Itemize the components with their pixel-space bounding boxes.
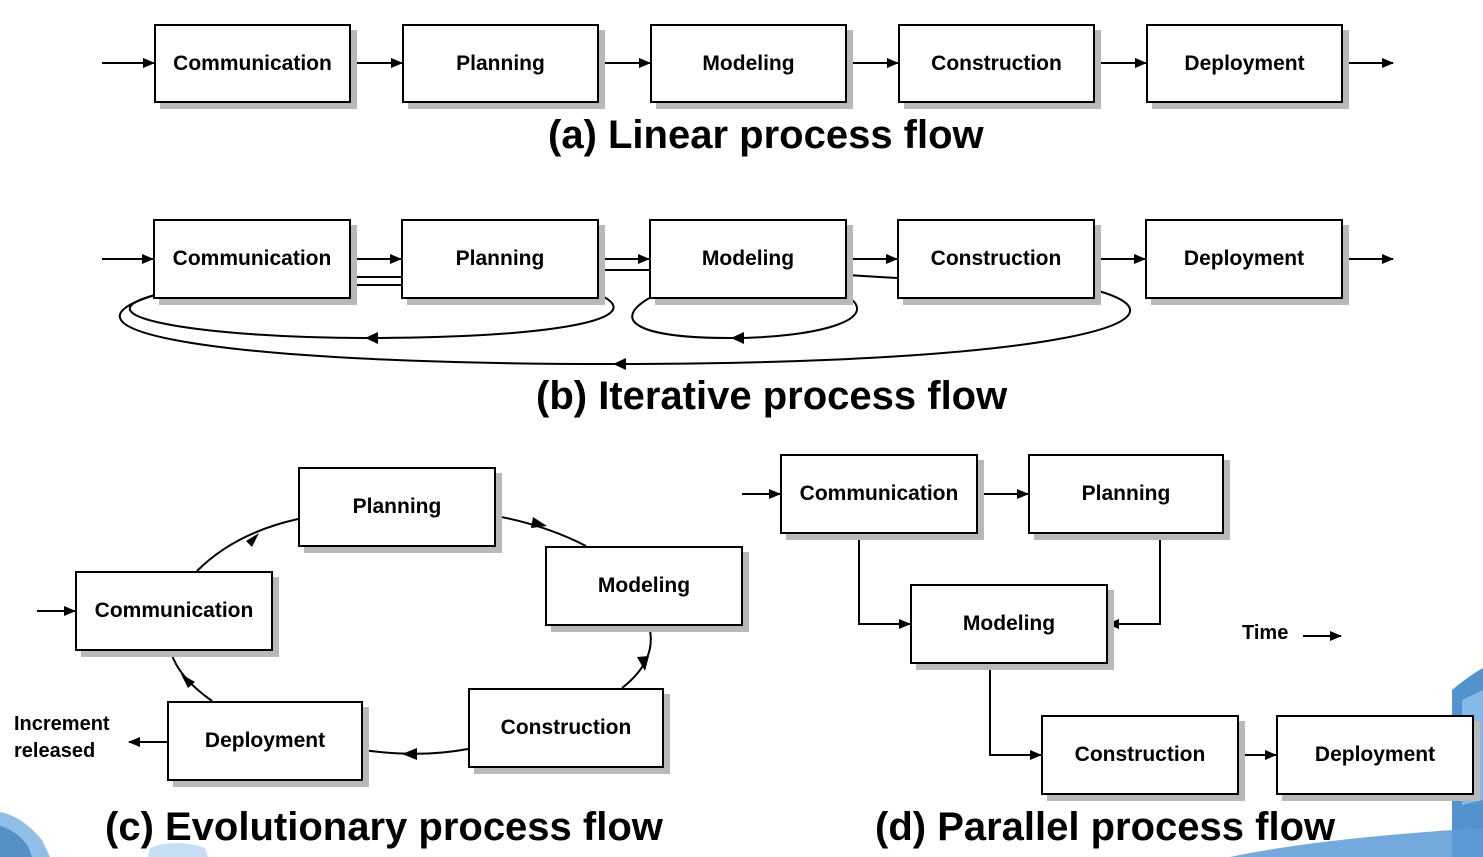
linear-step-communication: Communication — [154, 24, 351, 103]
iterative-connectors — [102, 254, 1394, 370]
parallel-step-deployment: Deployment — [1276, 715, 1474, 795]
parallel-step-modeling: Modeling — [910, 584, 1108, 664]
iterative-step-construction: Construction — [897, 219, 1095, 299]
iterative-step-label: Planning — [455, 247, 545, 270]
linear-step-planning: Planning — [402, 24, 599, 103]
evolutionary-arc-planning-modeling — [495, 515, 587, 547]
linear-caption: (a) Linear process flow — [548, 113, 984, 157]
iterative-step-modeling: Modeling — [649, 219, 847, 299]
iterative-step-label: Construction — [930, 247, 1062, 270]
evolutionary-arc-construction-deployment — [362, 748, 469, 755]
evolutionary-step-deployment: Deployment — [167, 701, 363, 781]
parallel-step-communication: Communication — [780, 454, 978, 534]
linear-step-label: Communication — [173, 51, 332, 75]
linear-step-label: Planning — [456, 51, 545, 75]
parallel-step-label: Planning — [1081, 482, 1171, 505]
evolutionary-step-label: Construction — [500, 716, 632, 739]
evolutionary-arc-comm-planning-arrowhead — [246, 533, 259, 547]
linear-step-modeling: Modeling — [650, 24, 847, 103]
evolutionary-arc-modeling-construction-arrowhead — [637, 656, 649, 671]
increment-released-line-1: Increment — [14, 713, 110, 735]
evolutionary-step-label: Modeling — [597, 574, 691, 597]
iterative-loop-construction — [118, 289, 1132, 366]
parallel-arrow-modeling-construction — [989, 664, 1042, 760]
iterative-caption: (b) Iterative process flow — [536, 374, 1008, 418]
iterative-step-planning: Planning — [401, 219, 599, 299]
iterative-step-label: Modeling — [701, 247, 795, 270]
iterative-loop-modeling-arrowhead — [731, 332, 744, 344]
evolutionary-arc-comm-planning — [196, 518, 299, 572]
parallel-arrow-planning-modeling — [1107, 534, 1161, 629]
parallel-step-label: Construction — [1074, 743, 1206, 766]
iterative-loop-planning — [128, 294, 615, 340]
linear-step-label: Deployment — [1184, 51, 1305, 75]
evolutionary-arc-planning-modeling-arrowhead — [531, 517, 547, 528]
increment-released-label: Increment released — [14, 711, 110, 765]
parallel-caption: (d) Parallel process flow — [875, 805, 1336, 849]
parallel-step-label: Modeling — [962, 612, 1056, 635]
evolutionary-step-label: Deployment — [204, 729, 326, 752]
parallel-step-construction: Construction — [1041, 715, 1239, 795]
parallel-connectors — [742, 489, 1342, 760]
linear-step-label: Modeling — [702, 51, 795, 75]
evolutionary-caption: (c) Evolutionary process flow — [105, 805, 663, 849]
evolutionary-step-modeling: Modeling — [545, 546, 743, 626]
increment-released-line-2: released — [14, 740, 96, 762]
parallel-step-label: Communication — [799, 482, 959, 505]
iterative-step-communication: Communication — [153, 219, 351, 299]
time-label: Time — [1242, 622, 1289, 644]
linear-step-label: Construction — [931, 51, 1062, 75]
parallel-arrow-comm-modeling — [858, 534, 911, 629]
evolutionary-step-label: Communication — [94, 599, 254, 622]
iterative-feedback-stub-4 — [846, 274, 898, 279]
evolutionary-connectors — [37, 515, 652, 760]
evolutionary-step-construction: Construction — [468, 688, 664, 768]
iterative-step-label: Deployment — [1183, 247, 1305, 270]
iterative-loop-planning-arrowhead — [365, 332, 378, 344]
evolutionary-arc-deployment-comm — [170, 651, 213, 702]
evolutionary-step-label: Planning — [352, 495, 442, 518]
evolutionary-step-communication: Communication — [75, 571, 273, 651]
linear-step-deployment: Deployment — [1146, 24, 1343, 103]
evolutionary-arc-deployment-comm-arrowhead — [181, 674, 195, 688]
linear-step-construction: Construction — [898, 24, 1095, 103]
evolutionary-step-planning: Planning — [298, 467, 496, 547]
parallel-step-label: Deployment — [1314, 743, 1436, 766]
parallel-step-planning: Planning — [1028, 454, 1224, 534]
iterative-loop-modeling — [631, 294, 859, 340]
corner-decoration-left — [0, 812, 208, 857]
evolutionary-arc-construction-deployment-arrowhead — [402, 748, 417, 760]
iterative-step-deployment: Deployment — [1145, 219, 1343, 299]
iterative-step-label: Communication — [172, 247, 332, 270]
iterative-loop-construction-arrowhead — [613, 358, 626, 370]
